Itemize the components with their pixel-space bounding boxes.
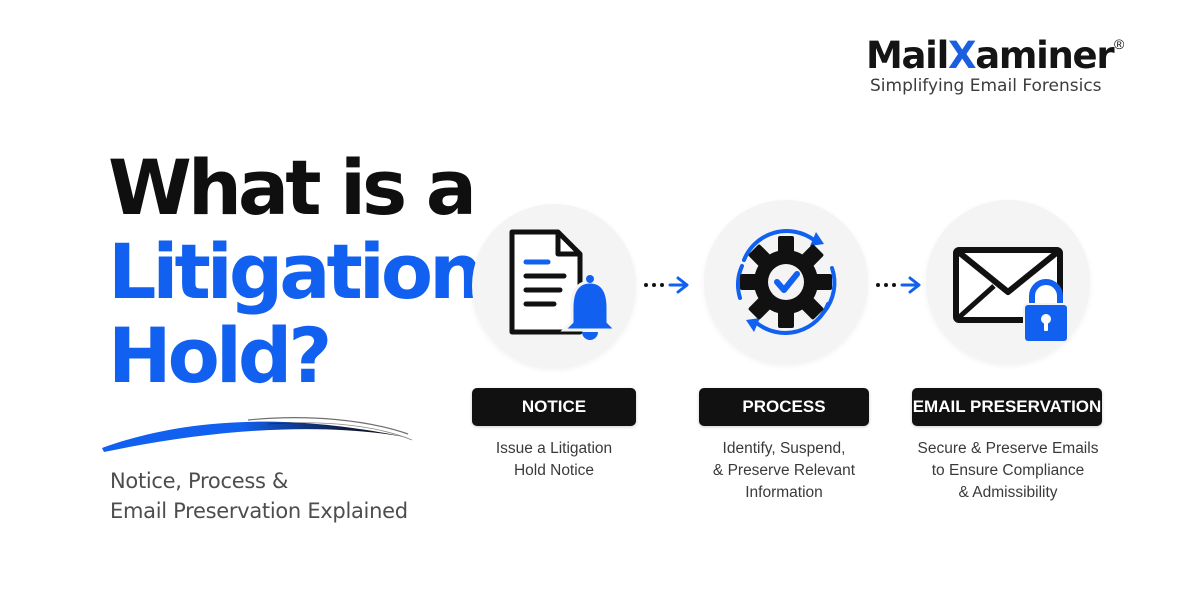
notice-desc-line: Hold Notice: [513, 462, 595, 479]
envelope-lock-icon: [953, 247, 1069, 343]
brand-x: X: [947, 34, 977, 77]
flow-arrow-1: [644, 276, 689, 294]
brand-suffix: aminer: [975, 34, 1114, 77]
process-label: PROCESS: [699, 388, 869, 426]
notice-desc-line: Issue a Litigation: [495, 440, 613, 457]
email-preservation-desc-line: to Ensure Compliance: [931, 462, 1085, 479]
brand-wordmark: MailXaminer: [866, 34, 1136, 78]
headline-line-1: What is a: [108, 143, 477, 232]
email-preservation-icon-circle: [926, 200, 1090, 364]
notice-icon-circle: [472, 204, 636, 368]
brand-prefix: Mail: [866, 34, 949, 77]
process-description: Identify, Suspend, & Preserve Relevant I…: [684, 438, 884, 504]
headline-line-2: Litigation: [108, 227, 483, 316]
process-desc-line: Information: [745, 484, 823, 501]
brand-logo: MailXaminer ® Simplifying Email Forensic…: [866, 34, 1136, 96]
brush-swoosh: [102, 417, 413, 452]
process-desc-line: & Preserve Relevant: [712, 462, 856, 479]
subtitle-line-2: Email Preservation Explained: [110, 499, 408, 523]
notice-label: NOTICE: [472, 388, 636, 426]
email-preservation-label: EMAIL PRESERVATION: [912, 388, 1102, 426]
process-desc-line: Identify, Suspend,: [722, 440, 846, 457]
document-bell-icon: [509, 229, 620, 340]
notice-description: Issue a Litigation Hold Notice: [456, 438, 652, 482]
headline: What is a Litigation Hold?: [108, 143, 483, 400]
process-icon-circle: [704, 200, 868, 364]
email-preservation-desc-line: & Admissibility: [958, 484, 1058, 501]
email-preservation-desc-line: Secure & Preserve Emails: [917, 440, 1099, 457]
brand-tagline: Simplifying Email Forensics: [870, 76, 1102, 96]
flow-arrow-2: [876, 276, 921, 294]
subtitle: Notice, Process & Email Preservation Exp…: [110, 466, 408, 526]
subtitle-line-1: Notice, Process &: [110, 469, 289, 493]
email-preservation-description: Secure & Preserve Emails to Ensure Compl…: [902, 438, 1114, 504]
registered-mark: ®: [1114, 36, 1125, 52]
headline-line-3: Hold?: [108, 311, 332, 400]
gear-check-icon: [736, 229, 837, 335]
